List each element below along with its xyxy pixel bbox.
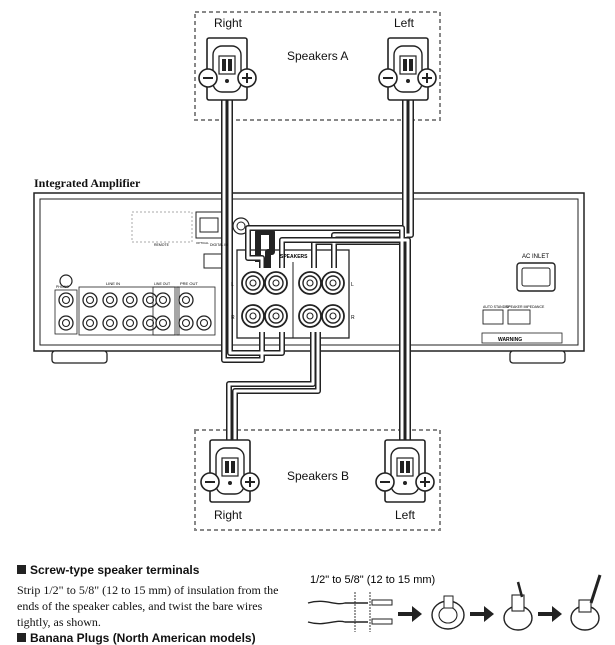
pre-out-label: PRE OUT — [180, 281, 198, 286]
screw-section-body: Strip 1/2" to 5/8" (12 to 15 mm) of insu… — [17, 582, 317, 630]
amplifier-title: Integrated Amplifier — [34, 176, 141, 190]
screw-heading-text: Screw-type speaker terminals — [30, 563, 200, 577]
channel-r-left: R — [231, 315, 235, 321]
channel-r-right: R — [351, 315, 355, 321]
auto-standby-label: AUTO STANDBY — [483, 305, 511, 309]
banana-section-heading: Banana Plugs (North American models) — [17, 631, 256, 645]
speakers-b-left-label: Left — [395, 508, 416, 522]
bullet-square-icon — [17, 565, 26, 574]
minus-icon — [378, 68, 398, 88]
speakers-a-left-label: Left — [394, 16, 415, 30]
speakers-panel-label: SPEAKERS — [280, 254, 308, 260]
remote-label: REMOTE — [154, 243, 170, 247]
channel-l-left: L — [231, 282, 234, 288]
speakers-a-right-box — [194, 11, 441, 121]
amplifier-rear-panel — [33, 192, 585, 364]
optical-label: OPTICAL — [196, 241, 209, 245]
speaker-a-left-terminal — [387, 37, 429, 101]
speaker-b-right-terminal — [209, 439, 251, 503]
channel-l-right: L — [351, 282, 354, 288]
minus-icon — [198, 68, 218, 88]
speakers-b-right-label: Right — [214, 508, 243, 522]
line-in-label: LINE IN — [106, 281, 120, 286]
speaker-a-right-terminal — [206, 37, 248, 101]
screw-body-line-2: ends of the speaker cables, and twist th… — [17, 599, 263, 613]
line-out-label: LINE OUT — [154, 282, 171, 286]
bullet-square-icon — [17, 633, 26, 642]
screw-body-line-1: Strip 1/2" to 5/8" (12 to 15 mm) of insu… — [17, 583, 279, 597]
speakers-a-group-label: Speakers A — [287, 49, 349, 63]
digital-in-label: DIGITAL IN — [210, 243, 228, 247]
speaker-cables — [221, 70, 414, 468]
plus-icon — [240, 472, 260, 492]
ac-inlet-label: AC INLET — [522, 254, 549, 260]
speakers-a-right-label: Right — [214, 16, 243, 30]
plus-icon — [415, 472, 435, 492]
plus-icon — [237, 68, 257, 88]
screw-body-line-3: tightly, as shown. — [17, 615, 101, 629]
wire-strip-illustration: 1/2" to 5/8" (12 to 15 mm) — [307, 574, 602, 632]
minus-icon — [375, 472, 395, 492]
minus-icon — [200, 472, 220, 492]
speaker-impedance-label: SPEAKER IMPEDANCE — [506, 305, 545, 309]
plus-icon — [417, 68, 437, 88]
banana-heading-text: Banana Plugs (North American models) — [30, 631, 256, 645]
warning-label: WARNING — [498, 337, 522, 343]
screw-section-heading: Screw-type speaker terminals — [17, 563, 199, 577]
speakers-b-box — [194, 429, 441, 531]
speaker-b-left-terminal — [384, 439, 426, 503]
speakers-b-group-label: Speakers B — [287, 469, 350, 483]
phono-label: PHONO — [56, 285, 69, 289]
strip-length-label: 1/2" to 5/8" (12 to 15 mm) — [310, 574, 435, 586]
